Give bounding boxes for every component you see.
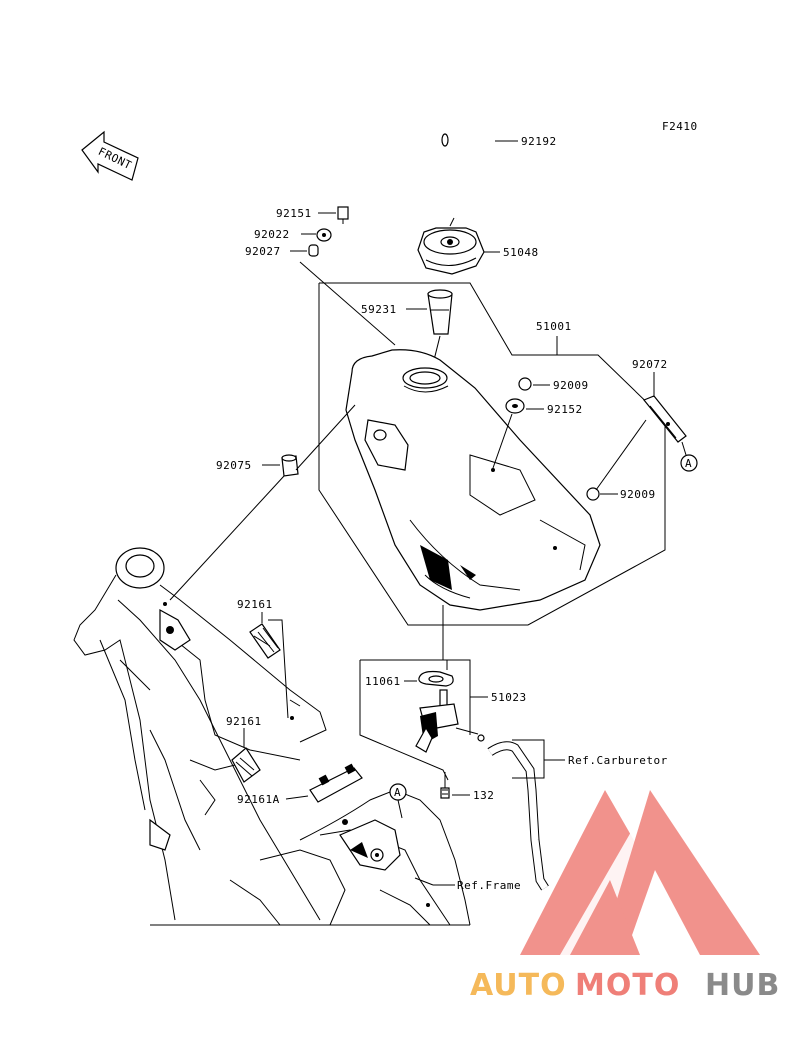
callout-92072: 92072 (632, 358, 668, 371)
callout-92022: 92022 (254, 228, 290, 241)
callout-92161-middle: 92161 (226, 715, 262, 728)
callout-132: 132 (473, 789, 494, 802)
fuel-tank-part (345, 349, 601, 611)
screw-132-part (440, 787, 450, 799)
callout-92027: 92027 (245, 245, 281, 258)
collar-92027-part (308, 244, 319, 257)
cap-92009-lower-part (586, 487, 600, 501)
automotohub-logo-icon (520, 790, 760, 955)
callout-59231: 59231 (361, 303, 397, 316)
callout-92009-upper: 92009 (553, 379, 589, 392)
strainer-part (427, 289, 453, 335)
damper-92075-part (281, 454, 299, 477)
ref-a-upper: A (685, 457, 692, 470)
callout-51048: 51048 (503, 246, 539, 259)
figure-code: F2410 (662, 120, 698, 133)
callout-92161-upper: 92161 (237, 598, 273, 611)
pad-92161-middle-part (231, 747, 261, 783)
grommet-92152-part (505, 398, 525, 414)
ref-a-lower: A (394, 786, 401, 799)
callout-92075: 92075 (216, 459, 252, 472)
callout-92151: 92151 (276, 207, 312, 220)
strap-92072-part (643, 395, 687, 443)
pad-92161A-part (309, 763, 363, 803)
fuel-hose-part (487, 741, 549, 891)
frame-part (73, 547, 471, 926)
ref-carburetor-label: Ref.Carburetor (568, 754, 668, 767)
callout-51023: 51023 (491, 691, 527, 704)
callout-11061: 11061 (365, 675, 401, 688)
breather-hose-part (441, 133, 492, 219)
cap-92009-upper-part (518, 377, 532, 391)
callout-92161A: 92161A (237, 793, 280, 806)
callout-51001: 51001 (536, 320, 572, 333)
watermark-hub: HUB (705, 968, 780, 1003)
watermark-auto: AUTO (470, 968, 567, 1003)
gasket-11061-part (418, 670, 454, 687)
callout-92009-lower: 92009 (620, 488, 656, 501)
ref-frame-label: Ref.Frame (457, 879, 521, 892)
callout-92152: 92152 (547, 403, 583, 416)
bolt-92151-part (337, 206, 349, 224)
fuel-cap-part (417, 227, 485, 275)
watermark-moto: MOTO (575, 968, 680, 1003)
pad-92161-upper-part (249, 623, 281, 659)
callout-92192: 92192 (521, 135, 557, 148)
fuel-tap-51023-part (415, 689, 485, 753)
washer-92022-part (316, 228, 332, 242)
front-arrow-icon: FRONT (81, 130, 139, 181)
